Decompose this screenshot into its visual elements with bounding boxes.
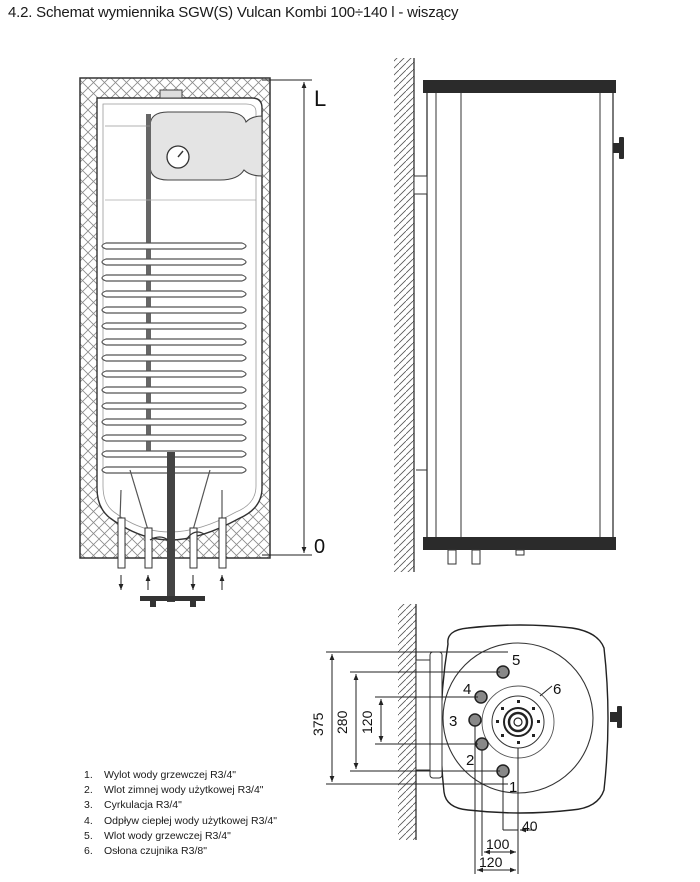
- bottom-view: [398, 604, 622, 840]
- coil-turn: [101, 386, 247, 394]
- coil-turn: [101, 242, 247, 250]
- coil-turn: [101, 370, 247, 378]
- coil-turn: [101, 338, 247, 346]
- dim-280-label: 280: [334, 710, 350, 734]
- connection-label-1: 1: [509, 779, 517, 796]
- coil-turn: [101, 402, 247, 410]
- cross-section-view: [79, 77, 271, 559]
- coil-leg: [129, 469, 149, 531]
- legend-item: 3.Cyrkulacja R3/4": [84, 799, 182, 812]
- cross-section-connections: [117, 452, 227, 607]
- dim-120-horizontal-label: 120: [479, 854, 503, 870]
- legend-item: 6.Osłona czujnika R3/8": [84, 845, 207, 858]
- coil-turn: [101, 258, 247, 266]
- connection-numbers: 5 4 3 2 1 6: [449, 652, 561, 796]
- coil-turn: [101, 434, 247, 442]
- height-label-bottom: 0: [314, 536, 325, 558]
- connection-legend: 1.Wylot wody grzewczej R3/4" 2.Wlot zimn…: [84, 768, 277, 859]
- coil-turn: [101, 418, 247, 426]
- connection-label-6: 6: [553, 681, 561, 698]
- connection-label-5: 5: [512, 652, 520, 669]
- coil-turn: [101, 274, 247, 282]
- legend-item: 5.Wlot wody grzewczej R3/4": [84, 829, 231, 842]
- coil-leg: [192, 469, 211, 531]
- coil-turn: [101, 322, 247, 330]
- horizontal-dimension-labels: 40 100 120: [479, 818, 538, 870]
- coil-turn: [101, 354, 247, 362]
- legend-item: 4.Odpływ ciepłej wody użytkowej R3/4": [84, 814, 277, 827]
- legend-item: 2.Wlot zimnej wody użytkowej R3/4": [84, 784, 264, 797]
- diagram-title: 4.2. Schemat wymiennika SGW(S) Vulcan Ko…: [8, 4, 459, 21]
- dim-40-label: 40: [522, 818, 538, 834]
- dim-100-label: 100: [486, 836, 510, 852]
- horizontal-dimensions: [474, 726, 536, 874]
- heating-coil: [101, 242, 247, 531]
- dim-120-vertical-label: 120: [359, 710, 375, 734]
- height-label-top: L: [314, 86, 326, 111]
- coil-turn: [101, 306, 247, 314]
- connection-label-4: 4: [463, 681, 471, 698]
- dim-375-label: 375: [310, 712, 326, 736]
- coil-leg: [119, 489, 122, 521]
- legend-item: 1.Wylot wody grzewczej R3/4": [84, 769, 237, 781]
- connection-label-2: 2: [466, 752, 474, 769]
- height-dimension: L 0: [262, 79, 326, 558]
- vertical-dimension-labels: 375 280 120: [310, 710, 375, 736]
- connection-label-3: 3: [449, 713, 457, 730]
- coil-turn: [101, 290, 247, 298]
- side-view: [394, 58, 624, 572]
- connection-3-circle: [468, 713, 482, 727]
